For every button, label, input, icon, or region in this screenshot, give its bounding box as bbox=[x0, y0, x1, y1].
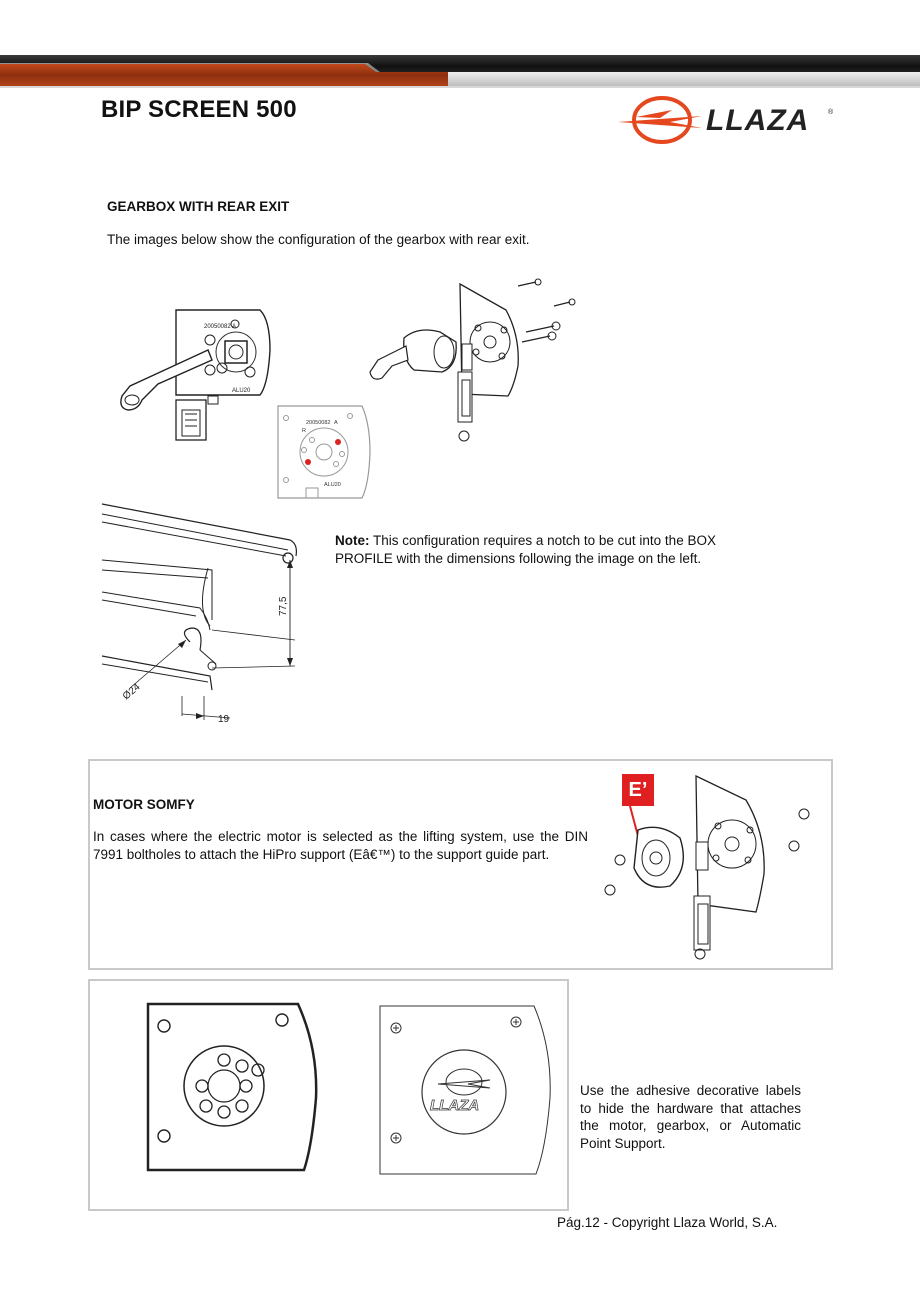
note-label: Note: bbox=[335, 533, 370, 548]
gearbox-front-drawing: 20050082 A ALU20 bbox=[120, 309, 271, 441]
motor-heading: MOTOR SOMFY bbox=[93, 797, 195, 812]
plate-rev-label: A bbox=[334, 420, 338, 426]
decorative-labels-text: Use the adhesive decorative labels to hi… bbox=[580, 1083, 801, 1151]
note-text: This configuration requires a notch to b… bbox=[335, 533, 716, 566]
box-profile-drawing: 77,5 Ø24 19 bbox=[101, 503, 297, 725]
drawing-part-label: ALU20 bbox=[232, 388, 251, 394]
plate-part-label: ALU20 bbox=[324, 482, 341, 488]
registered-mark: ® bbox=[828, 108, 834, 116]
document-title: BIP SCREEN 500 bbox=[101, 96, 297, 123]
callout-e-badge: E’ bbox=[622, 774, 654, 806]
header-band bbox=[0, 55, 920, 88]
llaza-logo-mark: LLAZA ® bbox=[618, 96, 834, 144]
motor-text: In cases where the electric motor is sel… bbox=[93, 829, 588, 862]
support-plate-bare-drawing bbox=[146, 1002, 318, 1172]
note-paragraph: Note: This configuration requires a notc… bbox=[335, 532, 765, 567]
gearbox-exploded-drawing bbox=[369, 278, 576, 442]
label-brand-text: LLAZA bbox=[430, 1097, 479, 1114]
page-footer: Pág.12 - Copyright Llaza World, S.A. bbox=[557, 1215, 778, 1230]
gearbox-intro: The images below show the configuration … bbox=[107, 232, 530, 247]
drawing-rev-label: A bbox=[232, 324, 236, 330]
dim-width-label: 19 bbox=[218, 714, 230, 725]
drawing-code-label: 20050082 bbox=[204, 324, 231, 330]
plate-r-label: R bbox=[302, 428, 306, 434]
decorative-label-drawing: LLAZA bbox=[379, 1005, 551, 1175]
dim-height-label: 77,5 bbox=[278, 596, 289, 616]
dim-diameter-label: Ø24 bbox=[121, 681, 143, 702]
motor-support-exploded-drawing bbox=[604, 774, 810, 960]
llaza-logo: LLAZA ® bbox=[612, 92, 842, 152]
plate-code-label: 20050082 bbox=[306, 420, 330, 426]
llaza-logo-text: LLAZA bbox=[706, 104, 809, 137]
support-plate-drawing: 20050082 A R ALU20 bbox=[277, 405, 371, 499]
gearbox-heading: GEARBOX WITH REAR EXIT bbox=[107, 199, 290, 214]
